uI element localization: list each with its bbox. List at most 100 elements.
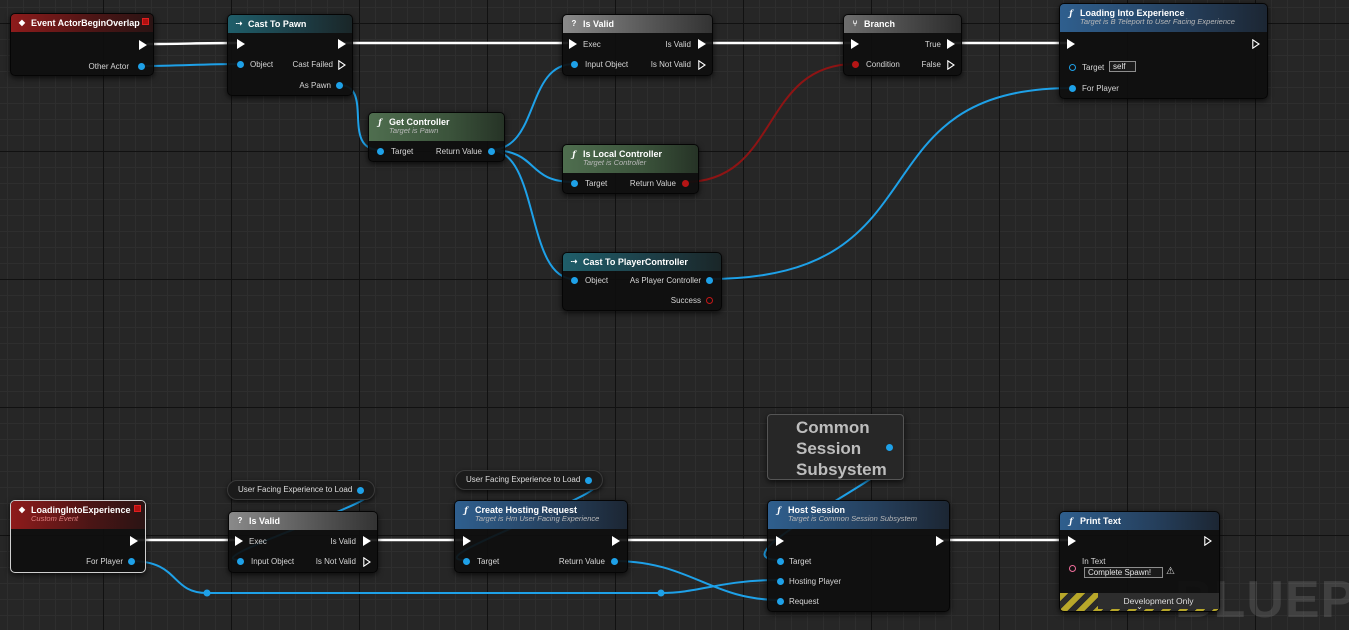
- is-local-controller-node[interactable]: ƒ Is Local Controller Target is Controll…: [562, 144, 699, 194]
- input-object-pin[interactable]: [237, 558, 244, 565]
- exec-in-pin[interactable]: [569, 39, 577, 49]
- is-valid-node[interactable]: ? Is Valid Exec Is Valid Input Object Is…: [562, 14, 713, 76]
- node-title: Event ActorBeginOverlap: [31, 18, 140, 28]
- target-pin[interactable]: [777, 558, 784, 565]
- is-valid-exec-pin[interactable]: [698, 39, 706, 49]
- is-not-valid-exec-pin[interactable]: [698, 60, 706, 70]
- branch-icon: ⑂: [852, 19, 858, 28]
- event-actor-begin-overlap-node[interactable]: ◆ Event ActorBeginOverlap Other Actor: [10, 13, 154, 76]
- false-exec-pin[interactable]: [947, 60, 955, 70]
- input-object-pin[interactable]: [571, 61, 578, 68]
- variable-label: User Facing Experience to Load: [238, 485, 353, 494]
- common-session-subsystem-getter[interactable]: Common Session Subsystem: [767, 414, 904, 480]
- pin-label-return-value: Return Value: [435, 147, 482, 156]
- pin-label-as-player-controller: As Player Controller: [629, 276, 701, 285]
- pin-label-target: Target: [1082, 63, 1105, 72]
- cast-to-pawn-node[interactable]: ⇢ Cast To Pawn Object Cast Failed As Paw…: [227, 14, 353, 96]
- for-player-pin[interactable]: [128, 558, 135, 565]
- node-header: ƒ Create Hosting Request Target is Hm Us…: [455, 501, 627, 529]
- node-header: ⑂ Branch: [844, 15, 961, 33]
- exec-in-pin[interactable]: [463, 536, 471, 546]
- pin-label-target: Target: [585, 179, 608, 188]
- is-valid-exec-pin[interactable]: [363, 536, 371, 546]
- exec-in-pin[interactable]: [851, 39, 859, 49]
- as-player-controller-pin[interactable]: [706, 277, 713, 284]
- node-header: ƒ Is Local Controller Target is Controll…: [563, 145, 698, 173]
- return-value-pin[interactable]: [682, 180, 689, 187]
- target-pin[interactable]: [377, 148, 384, 155]
- get-controller-node[interactable]: ƒ Get Controller Target is Pawn Target R…: [368, 112, 505, 162]
- node-header: ƒ Loading Into Experience Target is B Te…: [1060, 4, 1267, 32]
- bool-wire: [684, 63, 856, 183]
- exec-in-pin[interactable]: [776, 536, 784, 546]
- custom-event-loading-into-experience-node[interactable]: ◆ LoadingIntoExperience Custom Event For…: [10, 500, 146, 573]
- request-pin[interactable]: [777, 598, 784, 605]
- true-exec-pin[interactable]: [947, 39, 955, 49]
- node-title: Get Controller: [389, 117, 450, 127]
- pin-label-target: Target: [391, 147, 414, 156]
- cast-arrow-icon: ⇢: [235, 19, 243, 28]
- loading-into-experience-node[interactable]: ƒ Loading Into Experience Target is B Te…: [1059, 3, 1268, 99]
- host-session-node[interactable]: ƒ Host Session Target is Common Session …: [767, 500, 950, 612]
- exec-out-pin[interactable]: [1204, 536, 1212, 546]
- success-pin[interactable]: [706, 297, 713, 304]
- object-pin[interactable]: [571, 277, 578, 284]
- node-subtitle: Target is Pawn: [389, 126, 439, 135]
- delegate-pin-icon[interactable]: [134, 505, 141, 512]
- exec-out-pin[interactable]: [612, 536, 620, 546]
- pin-label-is-valid: Is Valid: [330, 537, 356, 546]
- target-self-field[interactable]: self: [1109, 61, 1136, 72]
- pin-label-exec: Exec: [249, 537, 267, 546]
- cast-to-playercontroller-node[interactable]: ⇢ Cast To PlayerController Object As Pla…: [562, 252, 722, 311]
- return-value-pin[interactable]: [611, 558, 618, 565]
- exec-out-pin[interactable]: [1252, 39, 1260, 49]
- create-hosting-request-node[interactable]: ƒ Create Hosting Request Target is Hm Us…: [454, 500, 628, 573]
- object-pin[interactable]: [237, 61, 244, 68]
- branch-node[interactable]: ⑂ Branch True Condition False: [843, 14, 962, 76]
- subsystem-output-pin[interactable]: [886, 444, 893, 451]
- target-pin[interactable]: [571, 180, 578, 187]
- exec-in-pin[interactable]: [1067, 39, 1075, 49]
- node-header: ⇢ Cast To Pawn: [228, 15, 352, 33]
- target-pin[interactable]: [463, 558, 470, 565]
- variable-output-pin[interactable]: [357, 487, 364, 494]
- hosting-player-pin[interactable]: [777, 578, 784, 585]
- delegate-pin-icon[interactable]: [142, 18, 149, 25]
- in-text-field[interactable]: Complete Spawn!: [1084, 567, 1163, 578]
- chevron-down-icon[interactable]: ⌄: [1136, 602, 1143, 611]
- exec-in-pin[interactable]: [235, 536, 243, 546]
- exec-in-pin[interactable]: [237, 39, 245, 49]
- user-facing-experience-variable-getter[interactable]: User Facing Experience to Load: [227, 480, 375, 500]
- exec-wire: [146, 41, 238, 46]
- exec-out-pin[interactable]: [130, 536, 138, 546]
- pin-label-false: False: [921, 60, 941, 69]
- as-pawn-pin[interactable]: [336, 82, 343, 89]
- cast-failed-pin[interactable]: [338, 60, 346, 70]
- other-actor-pin[interactable]: [138, 63, 145, 70]
- exec-out-pin[interactable]: [139, 40, 147, 50]
- exec-in-pin[interactable]: [1068, 536, 1076, 546]
- condition-pin[interactable]: [852, 61, 859, 68]
- node-title: Is Valid: [249, 516, 281, 526]
- in-text-pin[interactable]: [1069, 565, 1076, 572]
- pin-label-true: True: [924, 40, 941, 49]
- question-icon: ?: [237, 516, 243, 525]
- pin-label-is-not-valid: Is Not Valid: [315, 557, 356, 566]
- for-player-pin[interactable]: [1069, 85, 1076, 92]
- is-valid-node[interactable]: ? Is Valid Exec Is Valid Input Object Is…: [228, 511, 378, 573]
- is-not-valid-exec-pin[interactable]: [363, 557, 371, 567]
- event-diamond-icon: ◆: [18, 505, 26, 514]
- target-pin[interactable]: [1069, 64, 1076, 71]
- return-value-pin[interactable]: [488, 148, 495, 155]
- function-icon: ƒ: [1069, 8, 1073, 18]
- user-facing-experience-variable-getter[interactable]: User Facing Experience to Load: [455, 470, 603, 490]
- node-title: Is Valid: [583, 19, 615, 29]
- exec-out-pin[interactable]: [338, 39, 346, 49]
- exec-out-pin[interactable]: [936, 536, 944, 546]
- object-wire: [708, 87, 1073, 280]
- function-icon: ƒ: [464, 505, 468, 515]
- node-title: LoadingIntoExperience: [31, 505, 131, 515]
- function-icon: ƒ: [1069, 516, 1073, 526]
- print-text-node[interactable]: ƒ Print Text In Text Complete Spawn! ⚠ D…: [1059, 511, 1220, 612]
- variable-output-pin[interactable]: [585, 477, 592, 484]
